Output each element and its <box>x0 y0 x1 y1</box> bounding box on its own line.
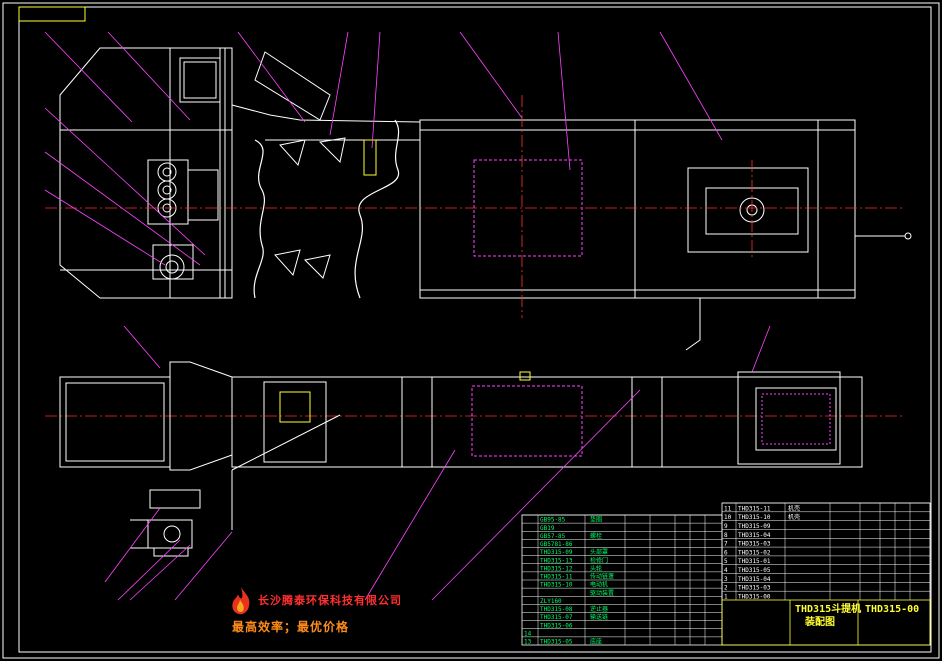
bom-cell: THD315-11 <box>540 574 573 581</box>
bom-cell: THD315-13 <box>540 557 573 564</box>
bom-cell: 逆止器 <box>590 605 608 613</box>
bom-cell: 传动链罩 <box>590 573 614 581</box>
bom-cell: THD315-01 <box>738 558 771 565</box>
bom-cell: THD315-06 <box>540 622 573 629</box>
bom-cell: 检修门 <box>590 556 608 564</box>
bom-cell: 驱动装置 <box>590 589 614 597</box>
bom-cell: 8 <box>724 532 728 539</box>
bom-cell: 10 <box>724 514 732 521</box>
bom-cell: 5 <box>724 558 728 565</box>
bom-cell: 底座 <box>590 638 602 646</box>
bom-cell: ZLY160 <box>540 598 562 605</box>
bom-cell: 垫圈 <box>590 516 602 524</box>
bom-cell: GB95-85 <box>540 517 566 524</box>
bom-cell: 1 <box>724 594 728 601</box>
bom-cell: 6 <box>724 549 728 556</box>
bom-cell: 2 <box>724 585 728 592</box>
bom-cell: 头轮 <box>590 564 602 572</box>
plan-view <box>59 361 863 557</box>
bom-cell: 输送链 <box>590 613 608 621</box>
bom-cell: 头部罩 <box>590 548 608 556</box>
bom-cell: THD315-07 <box>540 614 573 621</box>
bom-cell: 机壳 <box>788 513 800 521</box>
bom-cell: 13 <box>524 639 532 646</box>
drawing-title-line-2: 装配图 <box>804 615 835 628</box>
bom-grid <box>522 502 930 645</box>
bom-cell: GB5781-86 <box>540 541 573 548</box>
drawing-number: THD315-00 <box>865 604 919 615</box>
bom-cell: 机壳 <box>788 504 800 512</box>
bom-cell: THD315-05 <box>540 639 573 646</box>
bom-cell: 9 <box>724 523 728 530</box>
bom-cell: GB19 <box>540 525 555 532</box>
drawing-title-line-1: THD315斗提机 <box>795 602 861 615</box>
bom-cell: THD315-05 <box>738 567 771 574</box>
bom-cell: THD315-12 <box>540 565 573 572</box>
flame-logo-icon <box>232 587 250 615</box>
bom-cell: GB57-85 <box>540 533 566 540</box>
bom-cell: THD315-08 <box>540 606 573 613</box>
bom-cell: THD315-10 <box>540 582 573 589</box>
bom-cell: 电动机 <box>590 581 608 589</box>
bom-cell: THD315-04 <box>738 576 771 583</box>
bom-cell: THD315-09 <box>738 523 771 530</box>
bom-cell: 3 <box>724 576 728 583</box>
bom-cell: 螺栓 <box>590 532 602 540</box>
bom-cell: 11 <box>724 505 732 512</box>
bom-cell: THD315-03 <box>738 541 771 548</box>
bom-cell: THD315-09 <box>540 549 573 556</box>
company-slogan: 最高效率；最优价格 <box>232 620 350 634</box>
bom-cell: THD315-03 <box>738 585 771 592</box>
bom-cell: THD315-02 <box>738 549 771 556</box>
bom-cell: 7 <box>724 541 728 548</box>
company-name: 长沙腾泰环保科技有限公司 <box>258 594 402 607</box>
bom-cell: THD315-00 <box>738 594 771 601</box>
bom-cell: 4 <box>724 567 728 574</box>
bom-cell: THD315-10 <box>738 514 771 521</box>
bom-cell: THD315-04 <box>738 532 771 539</box>
bom-cell: THD315-11 <box>738 505 771 512</box>
leader-lines <box>44 31 771 601</box>
bom-cell: 14 <box>524 630 532 637</box>
front-elevation-view <box>59 47 912 351</box>
